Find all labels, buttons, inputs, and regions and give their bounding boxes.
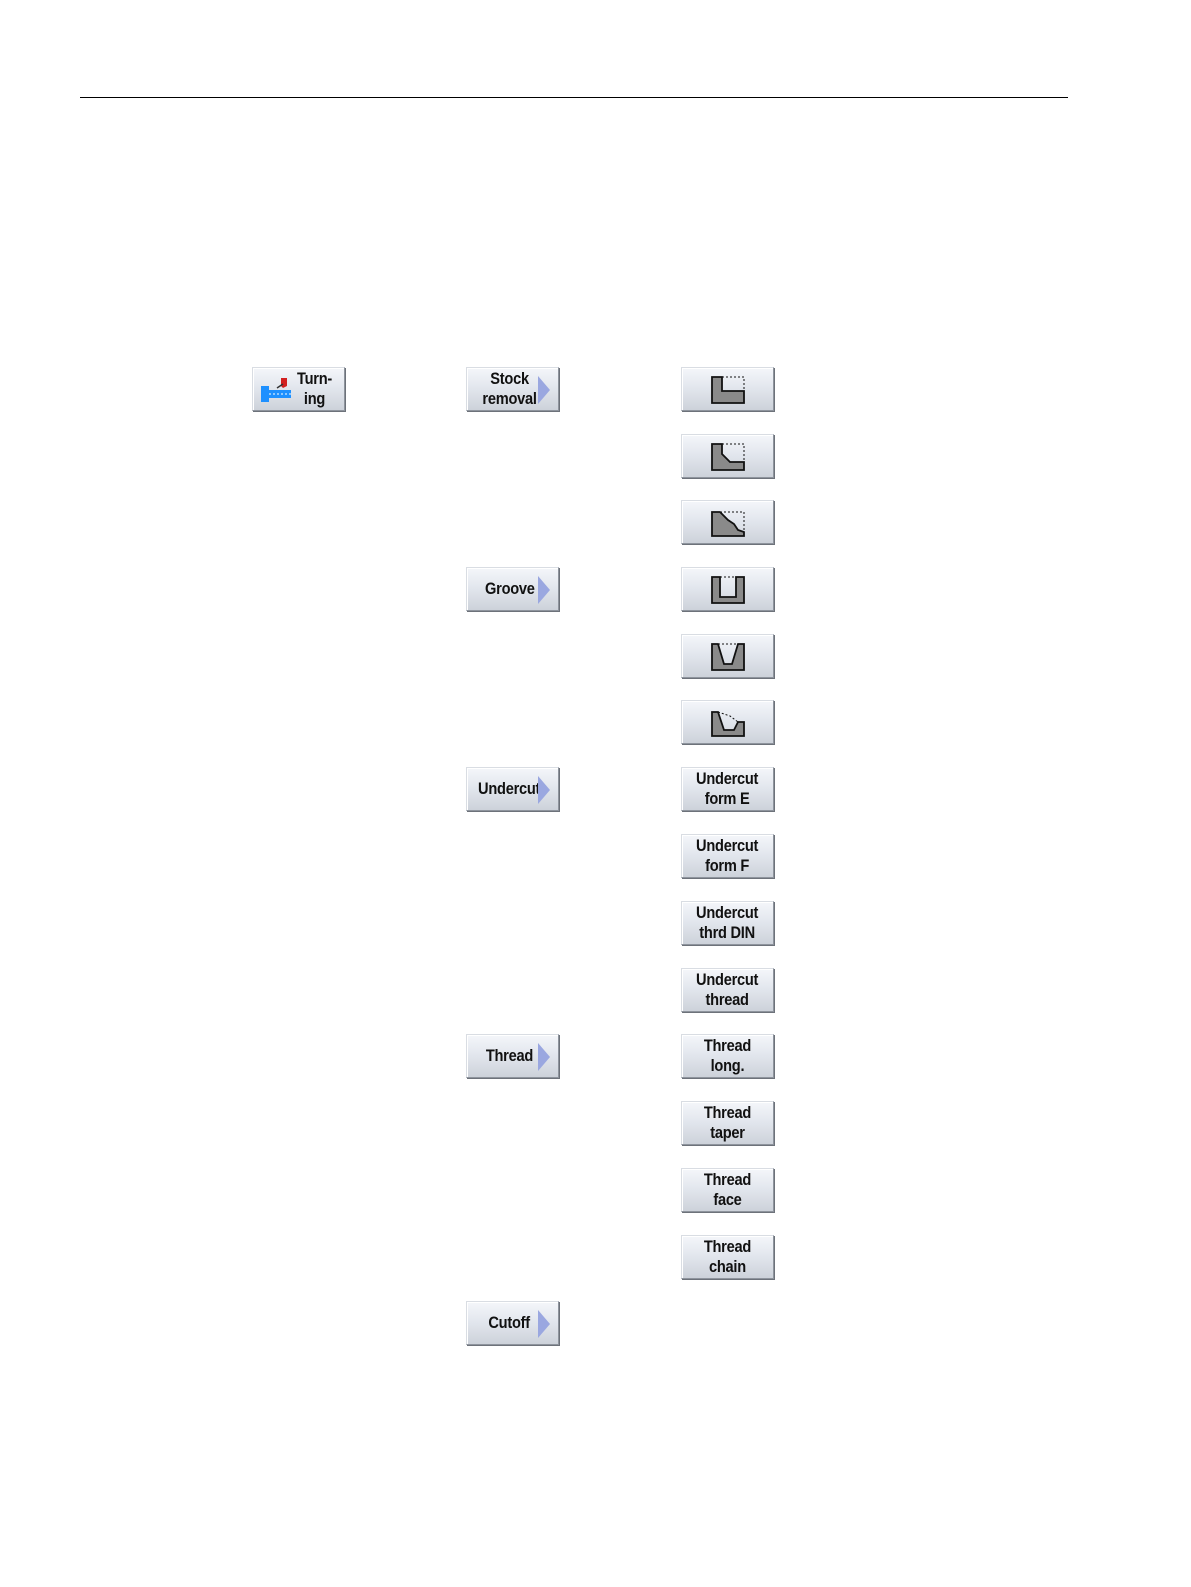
- submenu-arrow-icon: [536, 774, 552, 806]
- submenu-arrow-icon: [536, 374, 552, 406]
- stock-removal-1-softkey[interactable]: [681, 367, 774, 411]
- groove-inclined-icon: [708, 706, 748, 738]
- groove-2-softkey[interactable]: [681, 634, 774, 678]
- undercut-softkey[interactable]: Undercut: [466, 767, 559, 811]
- submenu-arrow-icon: [536, 1308, 552, 1340]
- stock-removal-contour-icon: [708, 506, 748, 538]
- thread-chain-label: Thread chain: [704, 1237, 751, 1277]
- cutoff-label: Cutoff: [489, 1313, 530, 1333]
- groove-3-softkey[interactable]: [681, 700, 774, 744]
- thread-face-label: Thread face: [704, 1170, 751, 1210]
- undercut-label: Undercut: [478, 779, 540, 799]
- undercut-thread-softkey[interactable]: Undercut thread: [681, 968, 774, 1012]
- thread-softkey[interactable]: Thread: [466, 1034, 559, 1078]
- stock-removal-rectangle-icon: [708, 373, 748, 405]
- stock-removal-softkey[interactable]: Stock removal: [466, 367, 559, 411]
- submenu-arrow-icon: [536, 574, 552, 606]
- thread-face-softkey[interactable]: Thread face: [681, 1168, 774, 1212]
- turning-icon: [259, 374, 293, 406]
- groove-softkey[interactable]: Groove: [466, 567, 559, 611]
- thread-taper-label: Thread taper: [704, 1103, 751, 1143]
- groove-trapezoid-icon: [708, 640, 748, 672]
- header-rule: [80, 97, 1068, 98]
- groove-1-softkey[interactable]: [681, 567, 774, 611]
- undercut-form-f-label: Undercut form F: [696, 836, 758, 876]
- undercut-thread-din-label: Undercut thrd DIN: [696, 903, 758, 943]
- undercut-thread-label: Undercut thread: [696, 970, 758, 1010]
- submenu-arrow-icon: [536, 1041, 552, 1073]
- stock-removal-label: Stock removal: [482, 369, 536, 409]
- undercut-form-e-label: Undercut form E: [696, 769, 758, 809]
- turning-label: Turn- ing: [293, 369, 336, 409]
- thread-long-softkey[interactable]: Thread long.: [681, 1034, 774, 1078]
- undercut-thread-din-softkey[interactable]: Undercut thrd DIN: [681, 901, 774, 945]
- stock-removal-3-softkey[interactable]: [681, 500, 774, 544]
- stock-removal-2-softkey[interactable]: [681, 434, 774, 478]
- stock-removal-chamfer-icon: [708, 440, 748, 472]
- thread-taper-softkey[interactable]: Thread taper: [681, 1101, 774, 1145]
- groove-label: Groove: [485, 579, 535, 599]
- thread-chain-softkey[interactable]: Thread chain: [681, 1235, 774, 1279]
- thread-long-label: Thread long.: [704, 1036, 751, 1076]
- groove-rectangular-icon: [708, 573, 748, 605]
- undercut-form-e-softkey[interactable]: Undercut form E: [681, 767, 774, 811]
- turning-softkey[interactable]: Turn- ing: [252, 367, 345, 411]
- cutoff-softkey[interactable]: Cutoff: [466, 1301, 559, 1345]
- thread-label: Thread: [486, 1046, 533, 1066]
- undercut-form-f-softkey[interactable]: Undercut form F: [681, 834, 774, 878]
